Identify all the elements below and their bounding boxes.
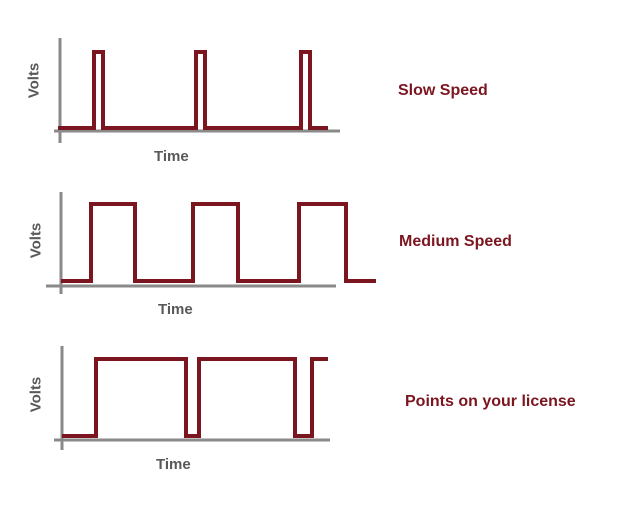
square-wave-signal [61, 202, 376, 283]
square-wave-signal [62, 357, 328, 438]
panel-caption: Slow Speed [398, 82, 488, 99]
panel-points-on-license: Volts Time Points on your license [0, 330, 641, 509]
waveform-diagram-fast [54, 346, 330, 450]
panel-caption: Medium Speed [399, 233, 512, 250]
x-axis-label: Time [154, 148, 189, 165]
y-axis-label: Volts [25, 62, 43, 99]
x-axis-label: Time [158, 301, 193, 318]
square-wave-signal [58, 50, 328, 130]
y-axis-label: Volts [27, 222, 45, 259]
waveform-diagram-slow [54, 38, 340, 143]
x-axis-label: Time [156, 456, 191, 473]
panel-caption: Points on your license [405, 393, 576, 410]
panel-slow-speed: Volts Time Slow Speed [0, 0, 641, 170]
waveform-diagram-medium [46, 192, 376, 294]
panel-medium-speed: Volts Time Medium Speed [0, 170, 641, 330]
y-axis-label: Volts [27, 376, 45, 413]
